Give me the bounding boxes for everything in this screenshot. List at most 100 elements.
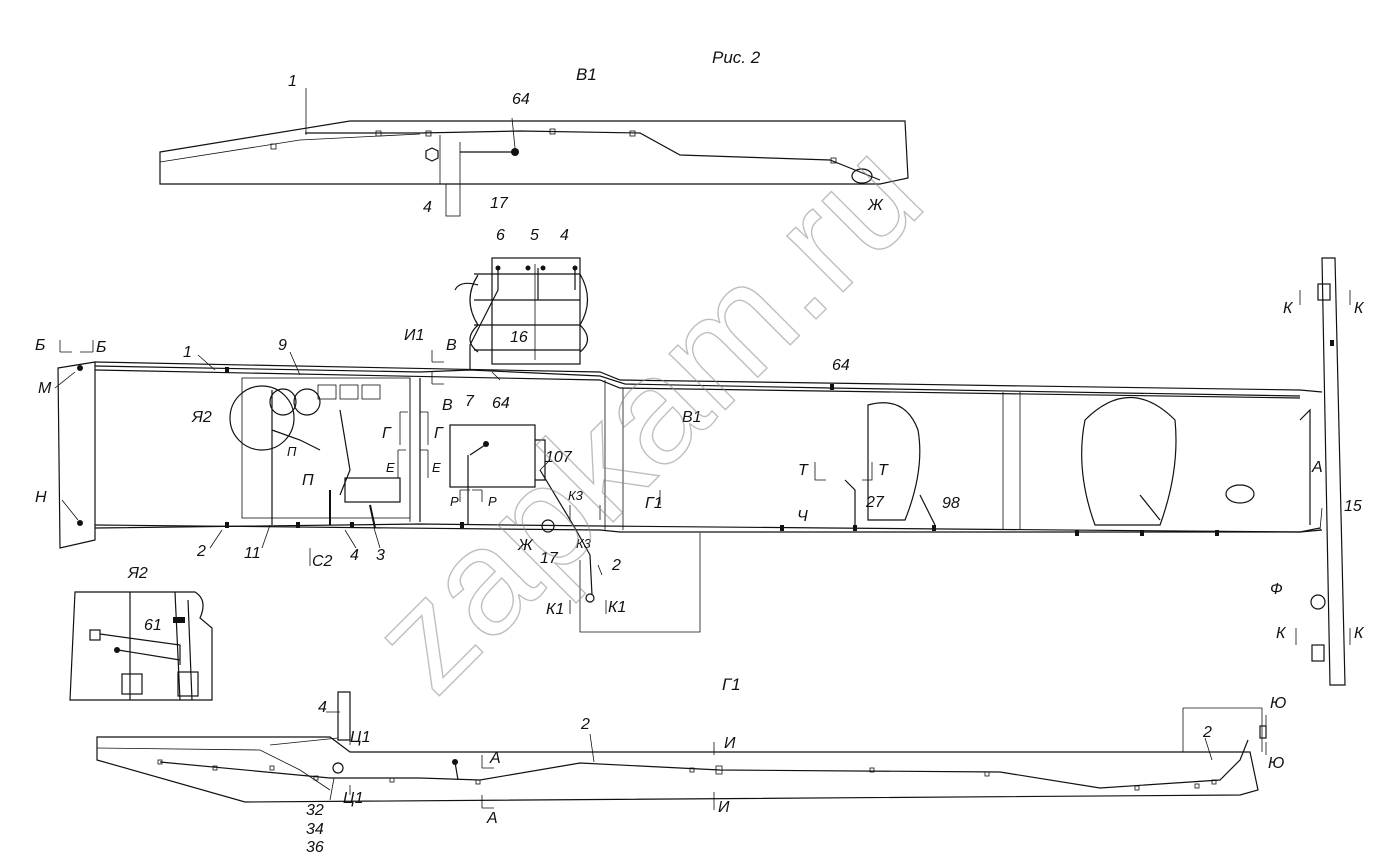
- leader-64: [511, 117, 516, 149]
- label-k-top-left: К: [1283, 300, 1294, 317]
- air-tank-harness: [469, 268, 576, 370]
- g1-label-34: 34: [306, 821, 324, 838]
- label-b-right: Б: [96, 339, 106, 356]
- label-16: 16: [510, 329, 528, 346]
- inset-ya2-frame: [69, 591, 213, 701]
- view-main-plan: 6 5 4 16 9 1 И1 В В 7 64 64 Б Б М Я2 Н Г…: [35, 227, 1365, 686]
- section-k-bottom: [1295, 628, 1351, 645]
- label-n: Н: [35, 489, 47, 506]
- g1-label-i-top: И: [724, 735, 736, 752]
- label-b-left: Б: [35, 337, 45, 354]
- engine-compartment: [241, 377, 411, 519]
- spare-wheel: [1081, 397, 1177, 526]
- inset-ya2-connector: [89, 629, 101, 641]
- label-5: 5: [530, 227, 539, 244]
- label-4-top: 4: [560, 227, 569, 244]
- harness-g1-branch: [454, 761, 459, 781]
- label-g-right: Г: [434, 425, 444, 442]
- label-r-right: Р: [488, 494, 497, 509]
- crossmember-1: [604, 380, 624, 530]
- view-g1-frame: Г1 4 Ц1 Ц1 2: [96, 675, 1286, 852]
- label-v-bottom: В: [442, 397, 453, 414]
- rear-box-yu: [1182, 707, 1263, 752]
- label-v-top: В: [446, 337, 457, 354]
- connector-17: [511, 148, 519, 156]
- battery-left: [269, 388, 297, 416]
- section-t: [814, 462, 873, 481]
- harness-to-k1: [539, 469, 593, 596]
- label-i1: И1: [404, 327, 424, 344]
- engine-harness: [271, 390, 351, 525]
- label-f: Ф: [1270, 581, 1283, 598]
- main-harness-clips: [225, 340, 1334, 536]
- frame-side-rail: [159, 120, 909, 185]
- label-2-main: 2: [196, 543, 206, 560]
- label-64-right: 64: [832, 357, 850, 374]
- rear-lamp-bottom: [1311, 644, 1325, 662]
- rear-lamp-top: [1317, 283, 1331, 301]
- fuel-tank: [867, 402, 921, 521]
- label-3: 3: [376, 547, 385, 564]
- inset-ya2-box: [121, 673, 143, 695]
- bracket-4-edge: [269, 737, 339, 746]
- frame-g1-inner: [96, 747, 331, 791]
- connector-k1: [585, 593, 595, 603]
- label-17: 17: [490, 195, 509, 212]
- label-7: 7: [465, 393, 475, 410]
- relay-box-2: [339, 384, 359, 400]
- bracket-4: [445, 183, 461, 217]
- engine-component-ya2: [229, 385, 295, 451]
- module-p: [344, 477, 401, 503]
- label-1: 1: [288, 73, 297, 90]
- g1-label-i-bottom: И: [718, 799, 730, 816]
- bracket-4-bottom: [337, 691, 351, 741]
- battery-right: [293, 388, 321, 416]
- label-ch: Ч: [797, 508, 808, 525]
- label-k1-right: К1: [608, 599, 626, 616]
- label-r-left: Р: [450, 494, 459, 509]
- label-e-right: Е: [432, 460, 441, 475]
- label-11: 11: [244, 545, 261, 562]
- g1-label-4: 4: [318, 699, 327, 716]
- g1-label-yu-bottom: Ю: [1268, 755, 1284, 772]
- tail-lamp: [851, 168, 873, 184]
- frame-lower-rail: [94, 524, 1323, 533]
- label-k-top-right: К: [1354, 300, 1365, 317]
- cab-front-panel: [57, 361, 96, 549]
- gearbox-block: [449, 424, 536, 488]
- connector-32: [332, 762, 344, 774]
- front-connector-m: [77, 365, 83, 371]
- section-r: [459, 489, 483, 502]
- crossmember-2: [1002, 392, 1021, 530]
- connector-zh: [541, 519, 555, 533]
- harness-clips: [270, 128, 837, 164]
- inset-ya2-wire: [99, 633, 181, 665]
- section-k3-g1: [569, 490, 661, 520]
- connector-yu: [1259, 725, 1267, 739]
- rear-crossbar: [1321, 257, 1346, 686]
- frame-inner-edge: [159, 133, 421, 163]
- section-g: [399, 411, 429, 445]
- label-g1-marker: Г1: [645, 495, 663, 512]
- inset-ya2-rails: [129, 591, 193, 701]
- inset-label-61: 61: [144, 617, 162, 634]
- label-k3-bottom: К3: [576, 536, 592, 551]
- label-t-left: Т: [798, 462, 809, 479]
- label-64-lower: 64: [492, 395, 510, 412]
- g1-leaders: [326, 711, 1213, 801]
- frame-upper-rail: [94, 361, 1323, 393]
- view-g1-title: Г1: [722, 675, 741, 694]
- inset-ya2-terminal: [177, 671, 199, 697]
- label-107: 107: [545, 449, 573, 466]
- label-t-right: Т: [878, 462, 889, 479]
- gearbox-flange: [535, 439, 546, 481]
- inset-ya2-title: Я2: [127, 565, 148, 582]
- harness-g1: [159, 739, 1249, 789]
- label-17-main: 17: [540, 550, 559, 567]
- g1-label-a-top: А: [489, 750, 501, 767]
- air-tank-bracket: [491, 257, 581, 365]
- label-v1-marker: В1: [682, 409, 702, 426]
- label-27: 27: [865, 494, 885, 511]
- label-c2: С2: [312, 553, 333, 570]
